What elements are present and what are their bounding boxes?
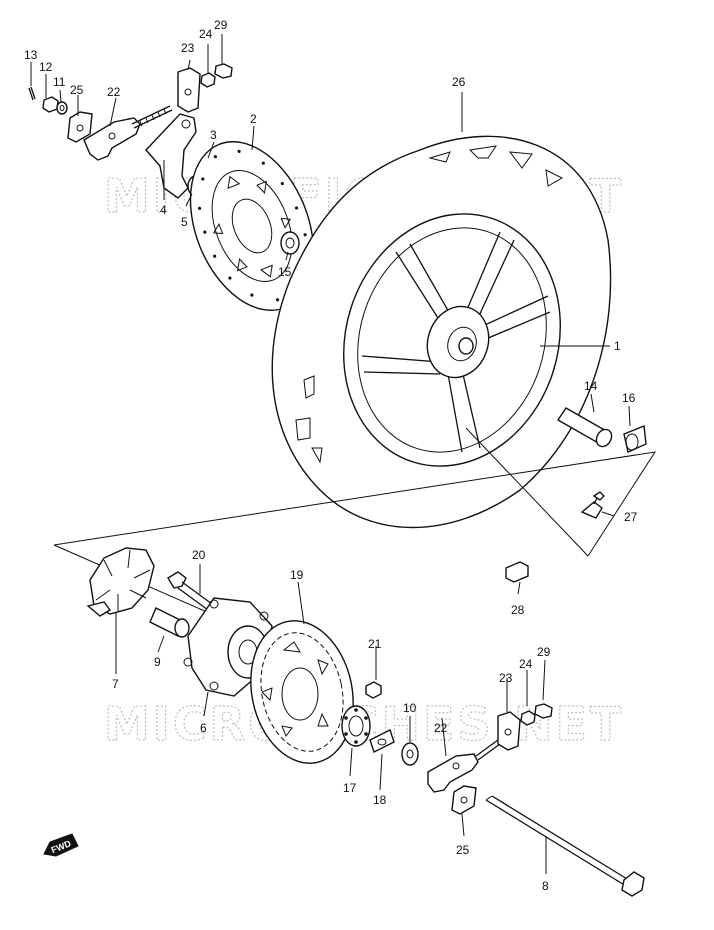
spacer-15: [280, 231, 300, 255]
callout-8: 8: [542, 879, 549, 893]
clip-28: [505, 561, 529, 583]
callout-26: 26: [452, 75, 466, 89]
callout-4: 4: [160, 203, 167, 217]
callout-13: 13: [24, 48, 38, 62]
collar-9: [149, 607, 190, 638]
callout-2: 2: [250, 112, 257, 126]
callout-23b: 23: [499, 671, 513, 685]
callout-1: 1: [614, 339, 621, 353]
axle-8: [485, 795, 633, 887]
callout-16: 16: [622, 391, 636, 405]
callout-27: 27: [624, 510, 638, 524]
bolt-20: [167, 571, 213, 611]
callout-28: 28: [511, 603, 525, 617]
callout-15: 15: [278, 265, 292, 279]
bearing-17: [341, 705, 371, 747]
callout-7: 7: [112, 677, 119, 691]
collar-10: [401, 742, 419, 766]
callout-29b: 29: [537, 645, 551, 659]
callout-24: 24: [199, 27, 213, 41]
callout-22: 22: [107, 85, 121, 99]
callout-10: 10: [403, 701, 417, 715]
callout-29: 29: [214, 18, 228, 32]
callout-11: 11: [53, 75, 66, 89]
callout-3: 3: [210, 128, 217, 142]
callout-23: 23: [181, 41, 195, 55]
callout-24b: 24: [519, 657, 533, 671]
callout-12: 12: [39, 60, 53, 74]
sprocket-19: [250, 620, 354, 764]
callout-19: 19: [290, 568, 304, 582]
callout-14: 14: [584, 379, 598, 393]
callout-9: 9: [154, 655, 161, 669]
callout-25: 25: [70, 83, 84, 97]
cush-damper-7: [86, 547, 155, 617]
callout-5: 5: [181, 215, 188, 229]
leader-lines: [30, 34, 631, 874]
nut-21: [365, 681, 382, 699]
spacer-18: [369, 729, 395, 753]
callout-6: 6: [200, 721, 207, 735]
valve-27: [580, 491, 605, 519]
callout-21: 21: [368, 637, 382, 651]
forward-direction-badge: FWD: [43, 833, 79, 857]
callout-18: 18: [373, 793, 387, 807]
axle-adjuster-cluster-bottom: [427, 703, 645, 897]
brake-disc: [189, 141, 315, 311]
callout-17: 17: [343, 781, 357, 795]
callout-numbers: 1 2 3 4 5 6 7 8 9 10 11 12 13 14 15 16 1…: [24, 18, 638, 893]
rear-wheel-and-tire: [271, 135, 612, 557]
callout-22b: 22: [434, 721, 448, 735]
callout-25b: 25: [456, 843, 470, 857]
callout-20: 20: [192, 548, 206, 562]
bushing-16: [623, 425, 647, 453]
sleeve-14: [557, 407, 613, 448]
